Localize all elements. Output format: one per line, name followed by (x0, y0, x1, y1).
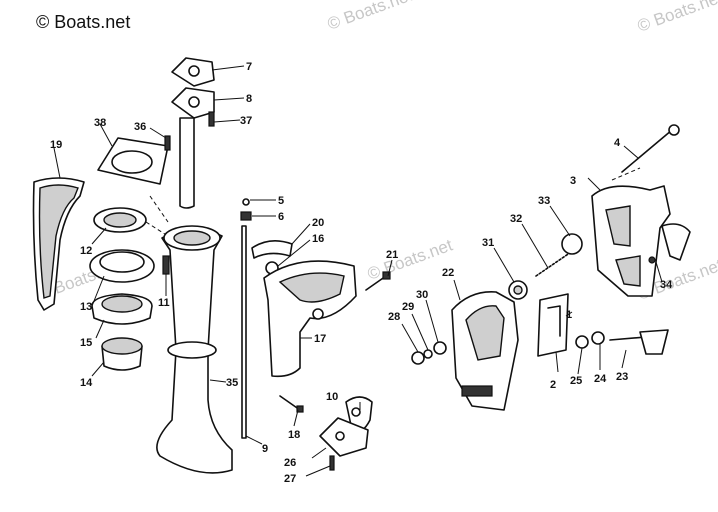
callout-12: 12 (80, 245, 92, 257)
callout-22: 22 (442, 267, 454, 279)
callout-20: 20 (312, 217, 324, 229)
callout-19: 19 (50, 139, 62, 151)
callout-4: 4 (614, 137, 621, 149)
watermark-main: © Boats.net (36, 12, 130, 32)
leader-lines (53, 65, 663, 477)
part-7-plate (171, 57, 215, 87)
callout-18: 18 (288, 429, 300, 441)
watermark-faint-2: © Boats.net (635, 0, 718, 36)
part-26-plate (319, 417, 369, 457)
watermark-faint-1: © Boats.net (325, 0, 415, 34)
callout-13: 13 (80, 301, 92, 313)
part-21-bolt (365, 271, 391, 291)
part-4-bolt (621, 124, 680, 173)
part-37-screw (208, 111, 215, 127)
part-5-washer (242, 198, 250, 206)
part-28-washer (411, 351, 425, 365)
part-34-hook (648, 223, 691, 264)
part-32-spring (535, 249, 575, 277)
callout-25: 25 (570, 375, 582, 387)
callout-3: 3 (570, 175, 576, 187)
callout-35: 35 (226, 377, 238, 389)
part-23-bolt (609, 329, 669, 355)
part-20-clamp (251, 240, 293, 259)
callout-32: 32 (510, 213, 522, 225)
callout-14: 14 (80, 377, 93, 389)
assembly-line-left-2 (145, 221, 169, 237)
assembly-line-left-1 (149, 195, 169, 223)
part-33-knob (561, 233, 583, 255)
part-35-housing (156, 225, 233, 474)
callout-24: 24 (594, 373, 607, 385)
callout-23: 23 (616, 371, 628, 383)
callout-30: 30 (416, 289, 428, 301)
part-8-plate (171, 87, 215, 119)
callout-11: 11 (158, 297, 170, 309)
part-38-gasket (97, 137, 169, 185)
assembly-line-right (611, 167, 641, 181)
callout-16: 16 (312, 233, 324, 245)
callout-5: 5 (278, 195, 284, 207)
steering-shaft (179, 117, 195, 209)
part-13-ring (89, 249, 155, 283)
callout-7: 7 (246, 61, 252, 73)
callout-31: 31 (482, 237, 494, 249)
callout-29: 29 (402, 301, 414, 313)
callout-15: 15 (80, 337, 92, 349)
callout-1: 1 (566, 309, 572, 321)
callout-37: 37 (240, 115, 252, 127)
part-18-bolt (279, 395, 304, 413)
callout-26: 26 (284, 457, 296, 469)
part-9-rod (241, 225, 247, 439)
part-29-washer (423, 349, 433, 359)
part-24-washer (591, 331, 605, 345)
callout-36: 36 (134, 121, 146, 133)
part-14-cup (101, 337, 143, 371)
callout-9: 9 (262, 443, 268, 455)
callout-38: 38 (94, 117, 106, 129)
callout-6: 6 (278, 211, 284, 223)
callout-17: 17 (314, 333, 326, 345)
part-1-clip (537, 293, 569, 357)
part-27-pin (329, 455, 335, 471)
callout-2: 2 (550, 379, 556, 391)
callout-27: 27 (284, 473, 296, 485)
part-36-screw (164, 135, 171, 151)
callout-33: 33 (538, 195, 550, 207)
part-19-cover (32, 177, 85, 311)
part-11-screw (162, 255, 170, 275)
part-6-nut (240, 211, 252, 221)
part-15-bushing (91, 293, 153, 325)
part-31-gear (508, 280, 528, 300)
part-22-clamp-bracket (451, 291, 519, 411)
callout-10: 10 (326, 391, 338, 403)
part-12-ring (93, 207, 147, 233)
part-3-stern-bracket (591, 185, 671, 297)
callout-28: 28 (388, 311, 400, 323)
part-17-swivel-bracket (263, 260, 357, 378)
part-25-washer (575, 335, 589, 349)
callout-34: 34 (660, 279, 673, 291)
part-30-washer (433, 341, 447, 355)
callout-21: 21 (386, 249, 398, 261)
callout-8: 8 (246, 93, 252, 105)
